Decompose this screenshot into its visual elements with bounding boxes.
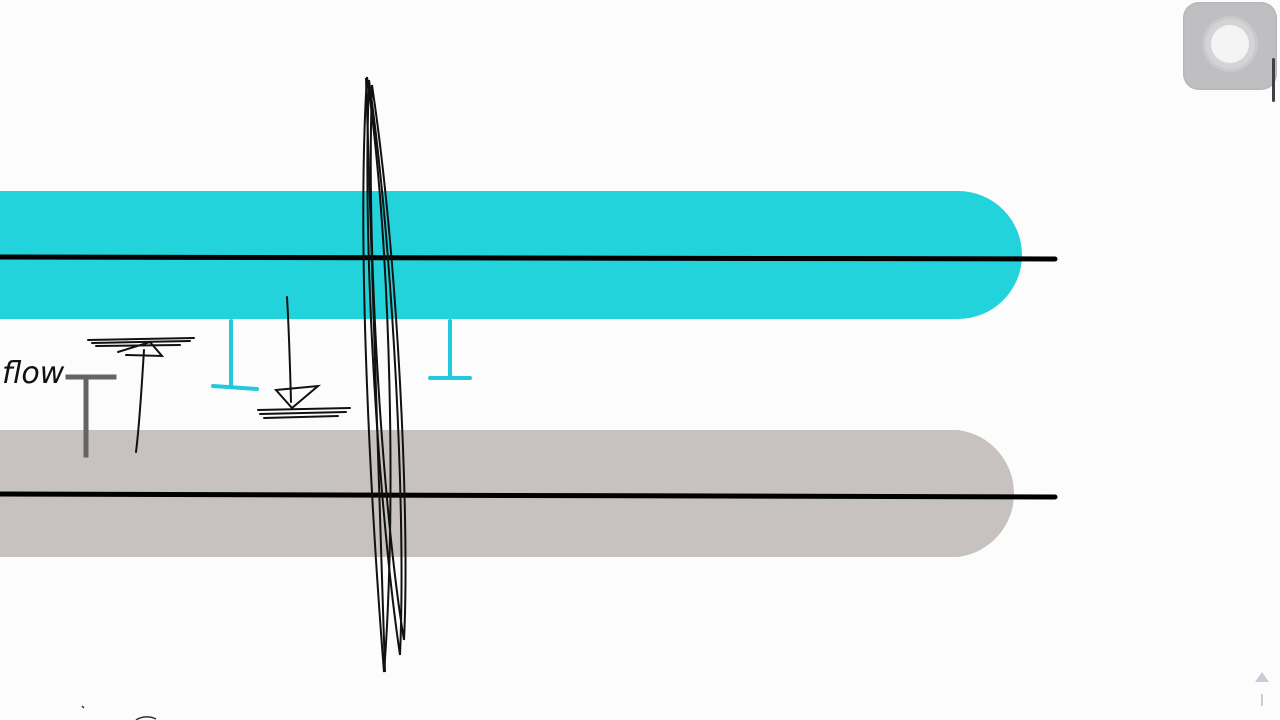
gray-t-marker xyxy=(65,374,117,458)
cyan-marker-left xyxy=(211,319,259,391)
downward-arrow-sketch xyxy=(257,296,351,419)
vertical-scrollbar[interactable] xyxy=(1272,58,1275,102)
upward-arrow-sketch xyxy=(87,337,195,453)
vertical-loop-sketch xyxy=(362,76,407,673)
scroll-up-arrow-icon[interactable] xyxy=(1255,672,1269,682)
stray-mark xyxy=(81,705,157,720)
scroll-position-tick xyxy=(1261,694,1263,706)
assistive-touch-button[interactable] xyxy=(1183,2,1277,90)
upper-band xyxy=(0,191,1022,319)
assistive-touch-icon xyxy=(1205,19,1255,69)
handwritten-annotation: flow xyxy=(2,356,65,391)
lower-axis-line xyxy=(0,491,1058,500)
cyan-marker-right xyxy=(428,319,472,380)
upper-axis-line xyxy=(0,254,1058,262)
